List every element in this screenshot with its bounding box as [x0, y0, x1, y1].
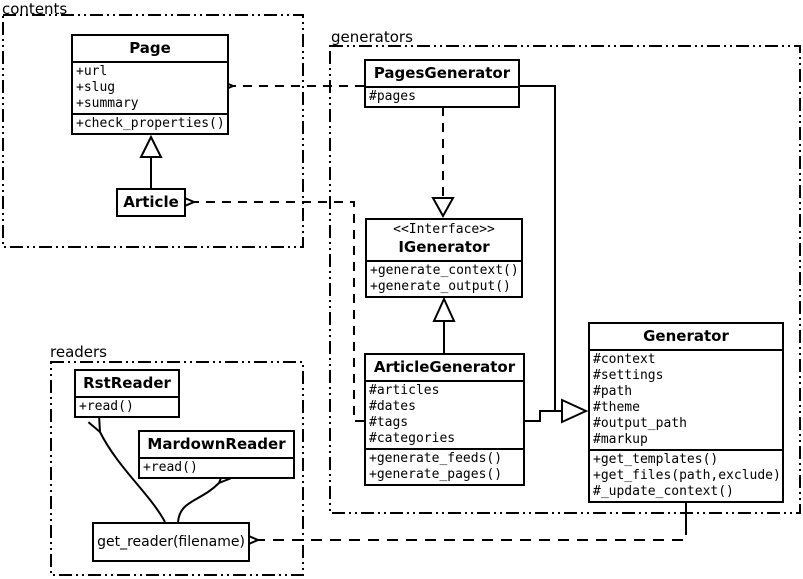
class-igenerator-title: IGenerator — [398, 238, 490, 256]
class-page: Page +url +slug +summary +check_properti… — [71, 34, 229, 135]
class-pagesgenerator-title: PagesGenerator — [373, 64, 511, 82]
method: +generate_context() — [370, 263, 519, 278]
class-page-attributes: +url +slug +summary — [73, 61, 227, 113]
package-generators-border — [329, 45, 801, 514]
method: +generate_feeds() — [369, 451, 503, 466]
get-reader-box: get_reader(filename) — [92, 522, 250, 562]
attribute: #dates — [369, 399, 416, 414]
articlegenerator-to-article-dependency — [194, 202, 364, 422]
method: +read() — [79, 399, 134, 414]
attribute: #context — [593, 352, 656, 367]
class-mardownreader-methods: +read() — [140, 457, 293, 477]
pagesgenerator-to-igenerator-triangle — [431, 197, 455, 219]
attribute: #markup — [593, 432, 648, 447]
class-page-title: Page — [129, 39, 171, 57]
class-generator: Generator #context #settings #path #them… — [588, 322, 784, 503]
package-contents-border — [2, 14, 304, 248]
class-generator-title: Generator — [643, 327, 729, 345]
package-readers-label: readers — [50, 343, 107, 361]
attribute: #articles — [369, 383, 440, 398]
class-rstreader: RstReader +read() — [74, 369, 180, 418]
package-contents-label: contents — [2, 0, 68, 18]
method: +get_templates() — [593, 452, 719, 467]
getreader-to-mardownreader-arrow — [177, 483, 219, 523]
class-article: Article — [116, 188, 186, 217]
class-pagesgenerator: PagesGenerator #pages — [364, 59, 520, 108]
article-to-page-triangle — [139, 134, 163, 158]
class-pagesgenerator-attributes: #pages — [366, 86, 518, 106]
class-mardownreader: MardownReader +read() — [138, 430, 295, 479]
class-rstreader-title: RstReader — [83, 374, 171, 392]
class-igenerator-stereotype: <<Interface>> — [393, 222, 495, 237]
method: +read() — [143, 460, 198, 475]
class-mardownreader-title: MardownReader — [147, 435, 286, 453]
class-rstreader-methods: +read() — [76, 396, 178, 416]
attribute: +slug — [76, 80, 116, 95]
articlegenerator-to-igenerator-triangle — [432, 296, 456, 322]
attribute: #theme — [593, 400, 640, 415]
attribute: #categories — [369, 431, 456, 446]
generator-to-getreader-dependency — [258, 524, 687, 540]
class-articlegenerator: ArticleGenerator #articles #dates #tags … — [364, 353, 525, 486]
class-page-methods: +check_properties() — [73, 113, 227, 133]
method: #_update_context() — [593, 484, 734, 499]
class-igenerator-methods: +generate_context() +generate_output() — [367, 260, 521, 296]
get-reader-label: get_reader(filename) — [97, 534, 245, 550]
attribute: #tags — [369, 415, 409, 430]
method: +generate_output() — [370, 279, 511, 294]
attribute: #settings — [593, 368, 664, 383]
method: +generate_pages() — [369, 467, 503, 482]
class-igenerator-header: <<Interface>> IGenerator — [367, 220, 521, 260]
class-articlegenerator-methods: +generate_feeds() +generate_pages() — [366, 448, 523, 484]
getreader-to-rstreader-arrow — [100, 432, 166, 523]
class-articlegenerator-attributes: #articles #dates #tags #categories — [366, 380, 523, 448]
class-articlegenerator-title: ArticleGenerator — [373, 358, 516, 376]
attribute: #output_path — [593, 416, 687, 431]
attribute: #pages — [369, 89, 416, 104]
class-generator-methods: +get_templates() +get_files(path,exclude… — [590, 449, 782, 501]
pagesgenerator-to-generator-line — [520, 85, 562, 412]
package-readers-border — [50, 361, 304, 576]
method: +check_properties() — [76, 116, 225, 131]
class-article-title: Article — [123, 193, 179, 211]
articlegenerator-to-generator-line — [525, 410, 562, 422]
method: +get_files(path,exclude) — [593, 468, 781, 483]
class-igenerator: <<Interface>> IGenerator +generate_conte… — [365, 218, 523, 298]
attribute: +url — [76, 64, 108, 79]
to-generator-triangle — [561, 398, 589, 424]
class-generator-attributes: #context #settings #path #theme #output_… — [590, 349, 782, 449]
attribute: #path — [593, 384, 633, 399]
package-generators-label: generators — [331, 28, 413, 46]
attribute: +summary — [76, 96, 139, 111]
